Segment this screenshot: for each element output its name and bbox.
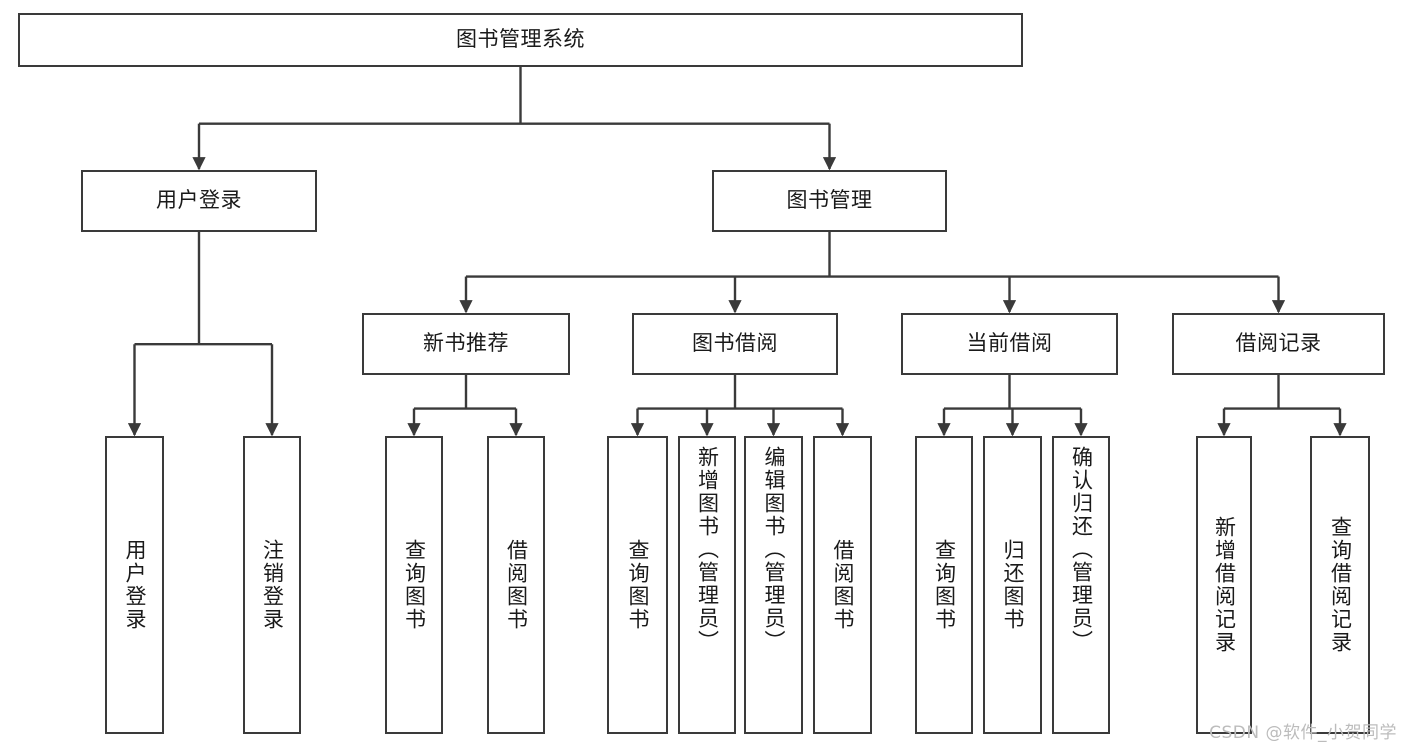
node-label: 借阅记录 xyxy=(1235,331,1322,356)
edge-group-borrow-record xyxy=(1217,375,1347,437)
node-leaf-confirm-return[interactable]: 确认归还（管理员） xyxy=(1052,436,1110,734)
node-label: 图书管理 xyxy=(786,188,873,213)
node-label: 用户登录 xyxy=(156,188,242,213)
node-label: 用户登录 xyxy=(123,539,147,631)
node-leaf-add-record[interactable]: 新增借阅记录 xyxy=(1196,436,1252,734)
node-label: 图书借阅 xyxy=(692,331,778,356)
node-label: 新书推荐 xyxy=(423,331,509,356)
node-label: 当前借阅 xyxy=(966,331,1053,356)
node-label: 图书管理系统 xyxy=(456,27,585,52)
edge-group-new-book-rec xyxy=(407,375,523,437)
node-label: 编辑图书（管理员） xyxy=(762,446,786,653)
node-root[interactable]: 图书管理系统 xyxy=(18,13,1023,67)
node-label: 查询图书 xyxy=(932,539,957,631)
node-leaf-add-book[interactable]: 新增图书（管理员） xyxy=(678,436,736,734)
node-label: 注销登录 xyxy=(260,539,285,631)
watermark-text: CSDN @软件_小贺同学 xyxy=(1209,723,1397,743)
edge-group-book-borrow xyxy=(630,375,850,437)
node-leaf-borrow-book-2[interactable]: 借阅图书 xyxy=(813,436,872,734)
node-label: 查询借阅记录 xyxy=(1328,516,1353,654)
node-user-login[interactable]: 用户登录 xyxy=(81,170,317,232)
node-label: 借阅图书 xyxy=(504,539,529,631)
node-leaf-user-login[interactable]: 用户登录 xyxy=(105,436,164,734)
edge-group-user-login xyxy=(127,232,279,437)
node-leaf-borrow-book-1[interactable]: 借阅图书 xyxy=(487,436,545,734)
node-borrow-record[interactable]: 借阅记录 xyxy=(1172,313,1385,375)
edge-group-root xyxy=(192,67,837,171)
node-leaf-query-book-2[interactable]: 查询图书 xyxy=(607,436,668,734)
node-leaf-query-book-3[interactable]: 查询图书 xyxy=(915,436,973,734)
node-new-book-rec[interactable]: 新书推荐 xyxy=(362,313,570,375)
edge-group-current-borrow xyxy=(937,375,1088,437)
node-label: 查询图书 xyxy=(626,539,650,631)
node-label: 归还图书 xyxy=(1001,539,1025,631)
node-leaf-edit-book[interactable]: 编辑图书（管理员） xyxy=(744,436,803,734)
node-label: 借阅图书 xyxy=(831,539,855,631)
node-label: 查询图书 xyxy=(402,539,427,631)
node-leaf-return-book[interactable]: 归还图书 xyxy=(983,436,1042,734)
node-book-manage[interactable]: 图书管理 xyxy=(712,170,947,232)
node-leaf-query-record[interactable]: 查询借阅记录 xyxy=(1310,436,1370,734)
node-book-borrow[interactable]: 图书借阅 xyxy=(632,313,838,375)
node-label: 确认归还（管理员） xyxy=(1069,446,1094,653)
edge-group-book-manage xyxy=(459,232,1286,314)
node-current-borrow[interactable]: 当前借阅 xyxy=(901,313,1118,375)
node-leaf-logout[interactable]: 注销登录 xyxy=(243,436,301,734)
node-label: 新增图书（管理员） xyxy=(695,446,720,653)
node-leaf-query-book-1[interactable]: 查询图书 xyxy=(385,436,443,734)
node-label: 新增借阅记录 xyxy=(1212,516,1237,654)
